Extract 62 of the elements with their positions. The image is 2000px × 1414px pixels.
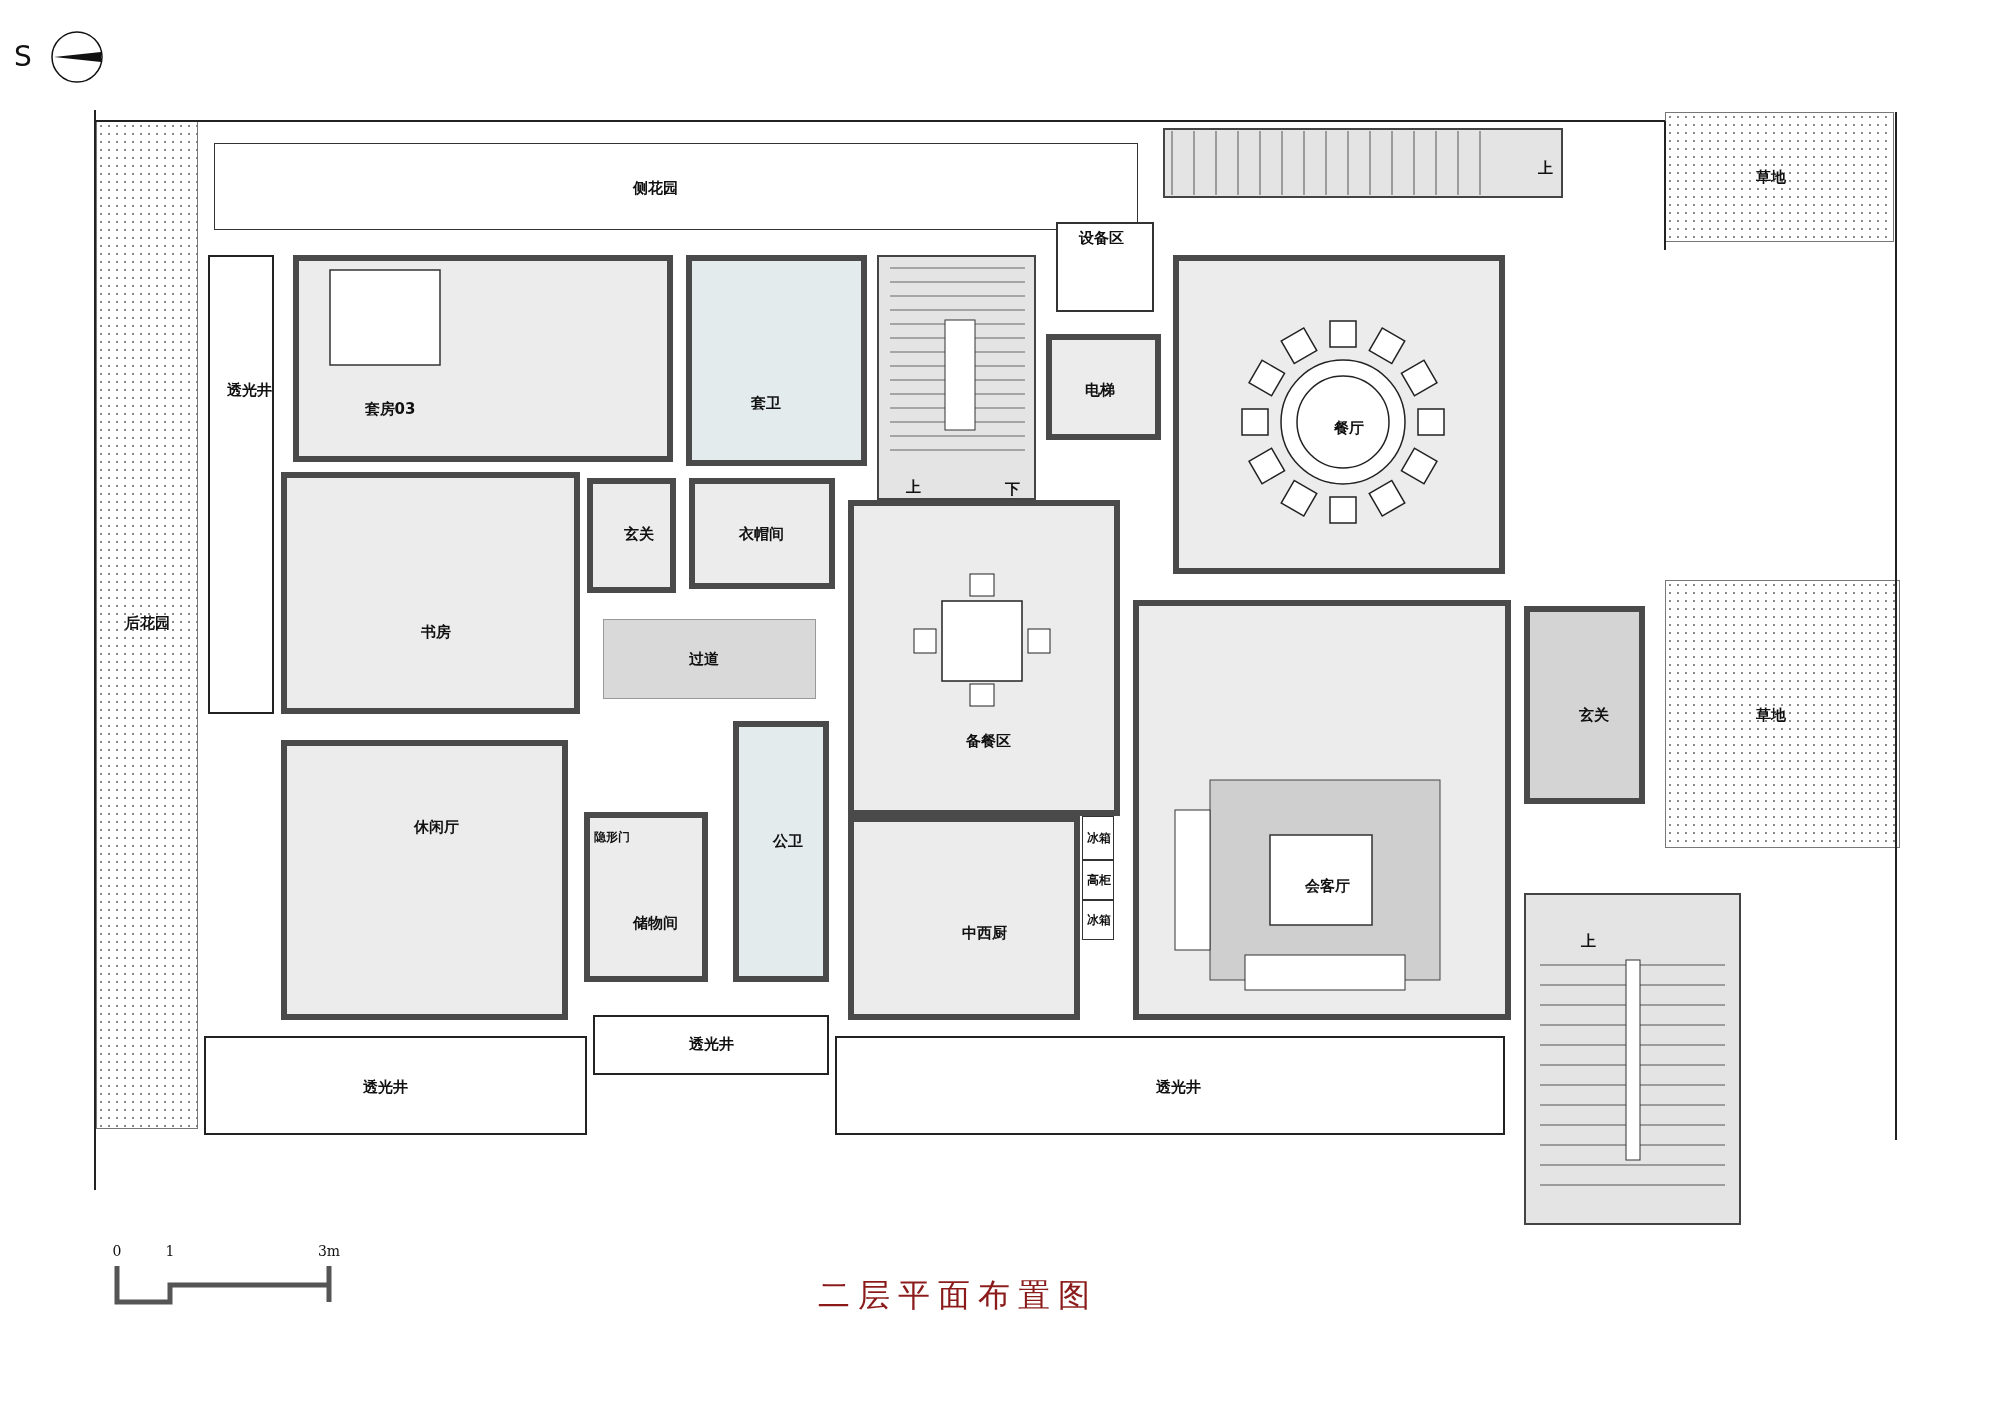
room-label: 储物间 (632, 914, 678, 932)
room-label: 电梯 (1085, 381, 1115, 399)
room-label: 透光井 (226, 381, 272, 399)
room-label: 玄关 (1579, 706, 1609, 724)
room-label: 休闲厅 (413, 818, 459, 836)
stair-label: 下 (1004, 480, 1020, 498)
staircase (1524, 893, 1741, 1225)
room-area (689, 478, 835, 589)
room-area (587, 478, 676, 593)
room-area (281, 740, 568, 1020)
garden-strip (214, 143, 1138, 230)
room-label: 套卫 (751, 394, 781, 412)
stair-label: 上 (905, 478, 921, 496)
room-label: 侧花园 (632, 179, 678, 197)
room-area (848, 816, 1080, 1020)
room-label: 套房03 (364, 400, 416, 418)
room-label: 书房 (421, 623, 451, 641)
stair-label: 上 (1537, 159, 1553, 177)
compass-letter: S (14, 41, 32, 73)
room-area (281, 472, 580, 714)
cabinet (1082, 816, 1114, 860)
room-label: 草地 (1756, 706, 1786, 724)
room-label: 草地 (1756, 168, 1786, 186)
room-area (584, 812, 708, 982)
room-label: 透光井 (362, 1078, 408, 1096)
light-well-area (593, 1015, 829, 1075)
corridor-area (603, 619, 816, 699)
room-label: 玄关 (624, 525, 654, 543)
light-well-area (204, 1036, 587, 1135)
garden-area (1665, 580, 1900, 848)
scale-number: 1 (165, 1244, 175, 1260)
scale-number: 0 (112, 1244, 122, 1260)
light-well-area (835, 1036, 1505, 1135)
room-label: 过道 (689, 650, 719, 668)
stair-label: 上 (1580, 932, 1596, 950)
room-label: 透光井 (1155, 1078, 1201, 1096)
equipment-area (1056, 222, 1154, 312)
staircase (1163, 128, 1563, 198)
room-label: 设备区 (1078, 229, 1124, 247)
bathroom-area (686, 255, 867, 466)
room-label: 公卫 (773, 832, 803, 850)
cabinet (1082, 860, 1114, 900)
room-label: 透光井 (688, 1035, 734, 1053)
door-label: 隐形门 (594, 831, 630, 845)
cabinet-label: 冰箱 (1087, 914, 1111, 928)
bathroom-area (733, 721, 829, 982)
cabinet-label: 冰箱 (1087, 832, 1111, 846)
room-label: 后花园 (124, 614, 170, 632)
room-label: 备餐区 (965, 732, 1011, 750)
room-label: 中西厨 (961, 924, 1007, 942)
garden-area (1665, 112, 1894, 242)
cabinet (1082, 900, 1114, 940)
scale-number: 3m (317, 1244, 341, 1260)
light-well-area (208, 255, 274, 714)
garden-area (96, 121, 198, 1129)
diagram-title: 二层平面布置图 (818, 1278, 1098, 1314)
entrance-area (1524, 606, 1645, 804)
room-area (1046, 334, 1161, 440)
room-label: 衣帽间 (738, 525, 784, 543)
cabinet-label: 高柜 (1087, 874, 1111, 888)
room-label: 会客厅 (1304, 877, 1350, 895)
room-label: 餐厅 (1334, 419, 1364, 437)
